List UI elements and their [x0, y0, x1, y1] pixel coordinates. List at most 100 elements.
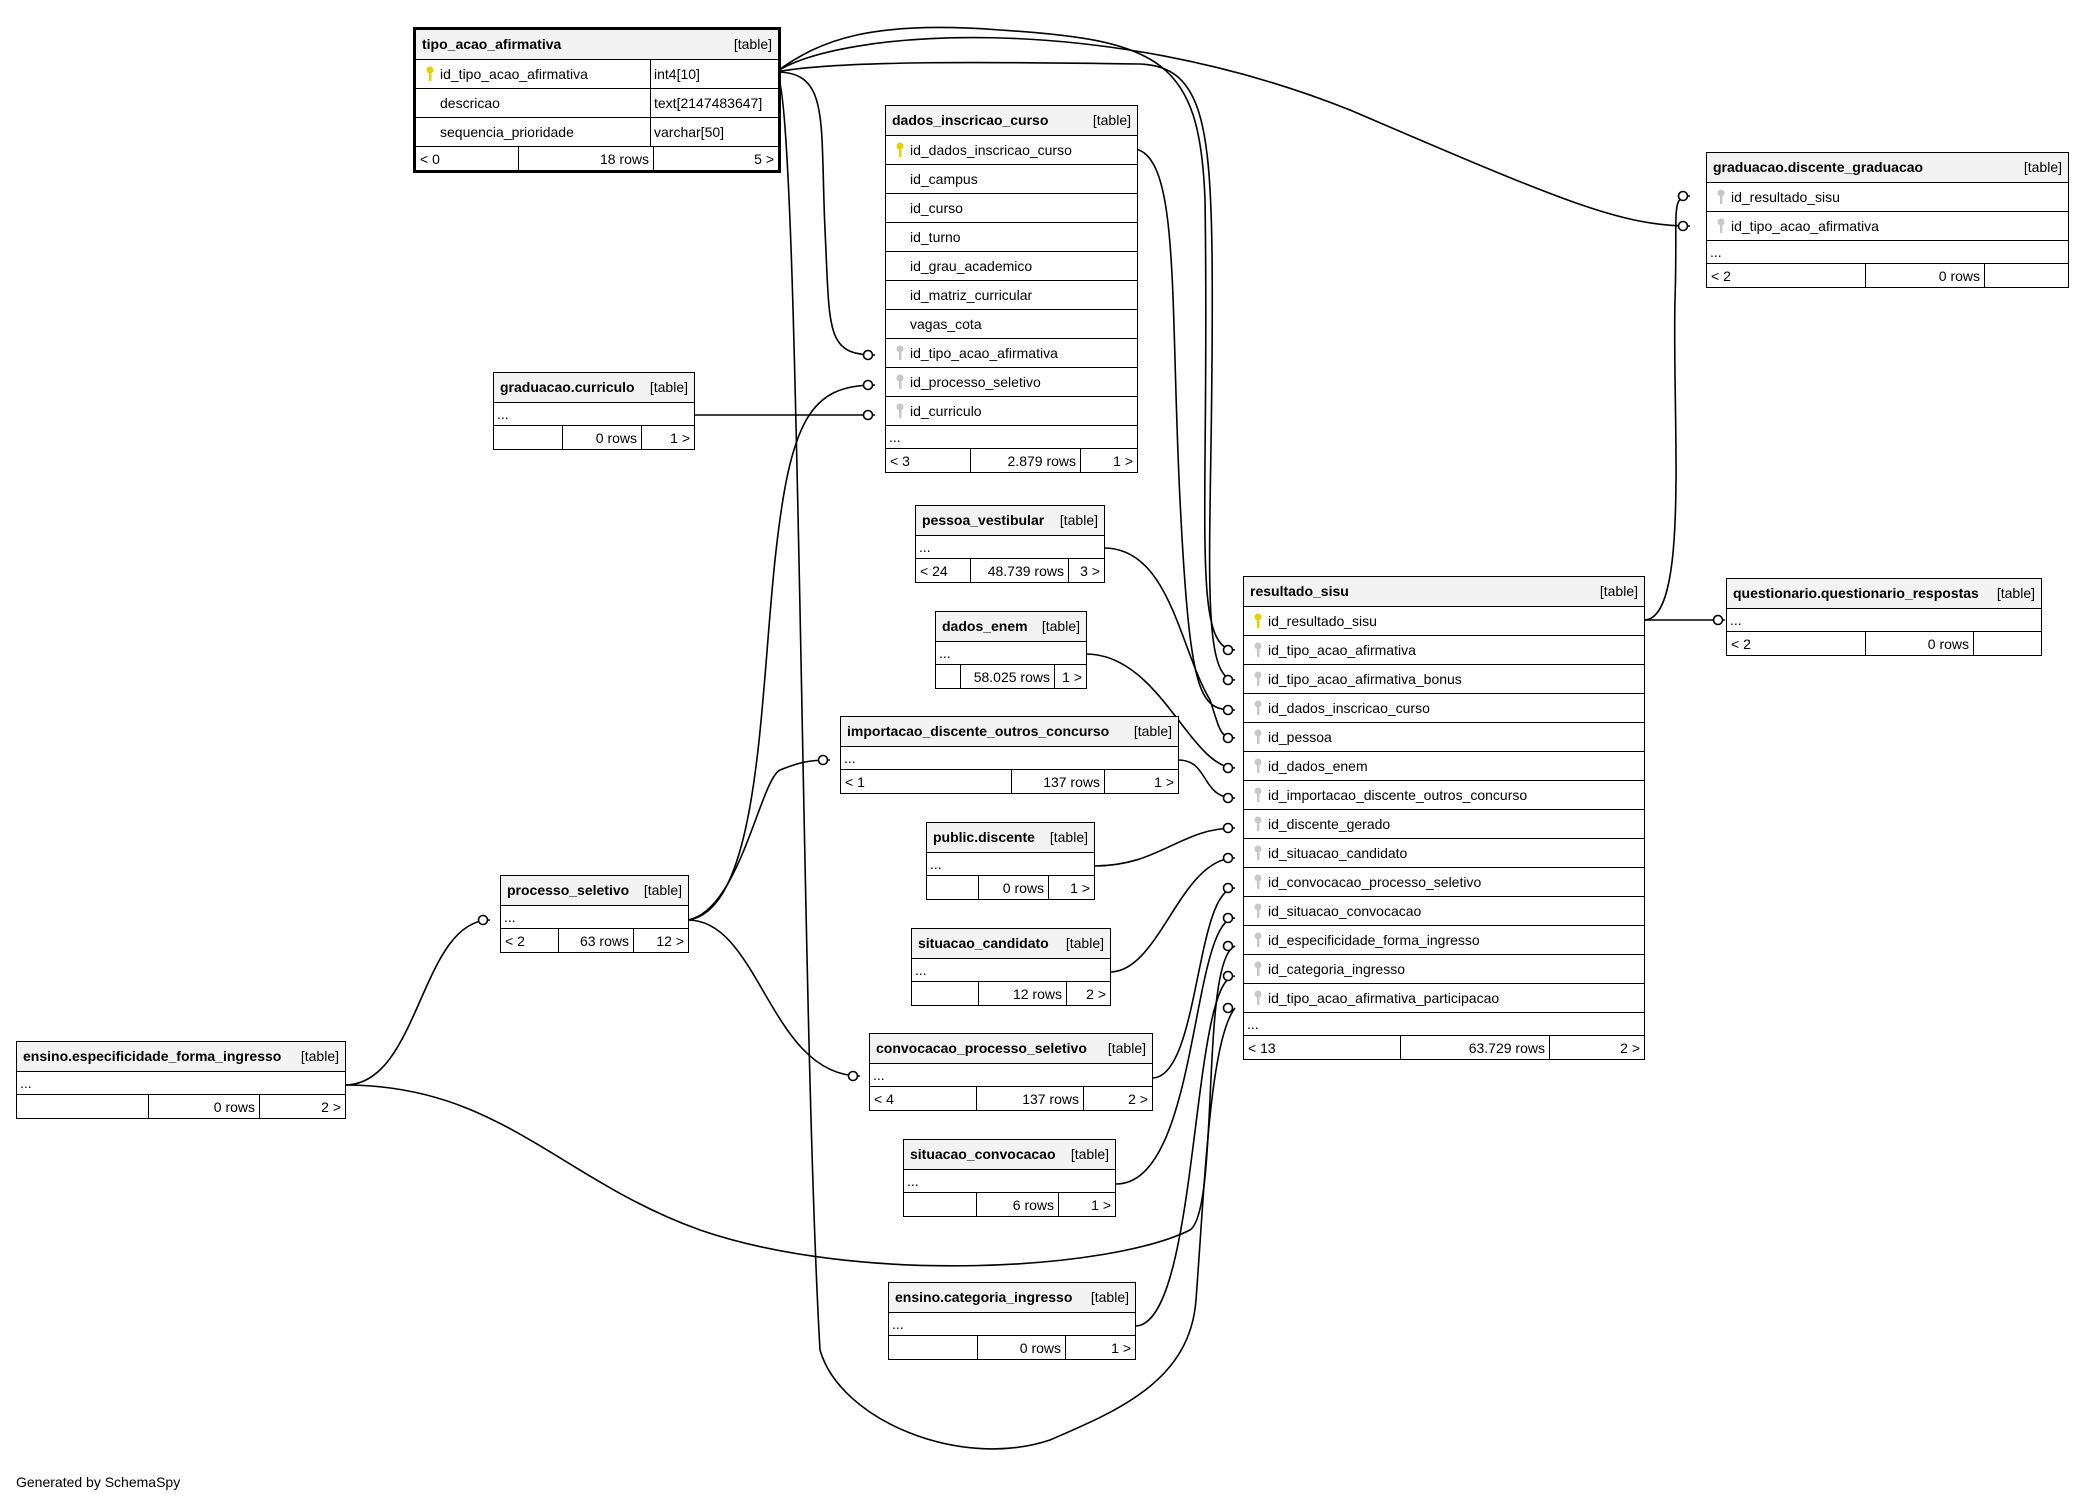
parents-count[interactable]: < 3: [886, 449, 971, 472]
table-footer: < 3 2.879 rows 1 >: [886, 449, 1137, 472]
children-count[interactable]: 1 >: [1062, 668, 1082, 685]
parents-count[interactable]: [936, 665, 961, 688]
table-situacao-candidato[interactable]: situacao_candidato [table] ... 12 rows 2…: [911, 928, 1111, 1006]
column-name: id_tipo_acao_afirmativa: [1268, 642, 1416, 658]
column-row[interactable]: id_turno: [886, 223, 1137, 252]
children-count[interactable]: [1974, 632, 2041, 655]
table-footer: < 24 48.739 rows 3 >: [916, 559, 1104, 582]
parents-count[interactable]: [17, 1095, 149, 1118]
column-row[interactable]: id_resultado_sisu: [1244, 607, 1644, 636]
column-row[interactable]: id_discente_gerado: [1244, 810, 1644, 839]
column-row[interactable]: id_importacao_discente_outros_concurso: [1244, 781, 1644, 810]
table-especificidade-forma-ingresso[interactable]: ensino.especificidade_forma_ingresso [ta…: [16, 1041, 346, 1119]
parents-count[interactable]: < 24: [916, 559, 971, 582]
table-name: pessoa_vestibular: [922, 512, 1045, 528]
column-name: id_especificidade_forma_ingresso: [1268, 932, 1480, 948]
more-columns: ...: [1727, 609, 2041, 632]
column-row[interactable]: descricao text[2147483647]: [416, 89, 778, 118]
column-row[interactable]: id_situacao_candidato: [1244, 839, 1644, 868]
table-footer: 6 rows 1 >: [904, 1193, 1115, 1216]
table-pessoa-vestibular[interactable]: pessoa_vestibular [table] ... < 24 48.73…: [915, 505, 1105, 583]
table-footer: < 2 0 rows: [1727, 632, 2041, 655]
children-count[interactable]: 12 >: [656, 932, 684, 949]
parents-count[interactable]: [927, 876, 979, 899]
table-name: situacao_candidato: [918, 935, 1049, 951]
children-count[interactable]: 1 >: [1154, 773, 1174, 790]
column-row[interactable]: id_curriculo: [886, 397, 1137, 426]
column-row[interactable]: id_categoria_ingresso: [1244, 955, 1644, 984]
column-row[interactable]: id_pessoa: [1244, 723, 1644, 752]
children-count[interactable]: 1 >: [670, 429, 690, 446]
column-name: id_dados_inscricao_curso: [910, 142, 1072, 158]
column-row[interactable]: id_tipo_acao_afirmativa: [1707, 212, 2068, 241]
parents-count[interactable]: < 0: [416, 147, 519, 170]
children-count[interactable]: 2 >: [1128, 1090, 1148, 1107]
table-processo-seletivo[interactable]: processo_seletivo [table] ... < 2 63 row…: [500, 875, 689, 953]
parents-count[interactable]: [494, 426, 563, 449]
table-categoria-ingresso[interactable]: ensino.categoria_ingresso [table] ... 0 …: [888, 1282, 1136, 1360]
parents-count[interactable]: < 2: [1707, 264, 1866, 287]
edge-ps-to-dic: [687, 384, 876, 921]
column-name: id_situacao_convocacao: [1268, 903, 1422, 919]
parents-count[interactable]: [904, 1193, 977, 1216]
column-name: id_convocacao_processo_seletivo: [1268, 874, 1482, 890]
column-row[interactable]: id_processo_seletivo: [886, 368, 1137, 397]
parents-count[interactable]: < 2: [501, 929, 559, 952]
table-tipo-acao-afirmativa[interactable]: tipo_acao_afirmativa [table] id_tipo_aca…: [413, 27, 781, 173]
column-row[interactable]: id_dados_enem: [1244, 752, 1644, 781]
foreign-key-icon: [890, 397, 910, 425]
children-count[interactable]: 2 >: [1086, 985, 1106, 1002]
column-row[interactable]: id_convocacao_processo_seletivo: [1244, 868, 1644, 897]
children-count[interactable]: 5 >: [754, 150, 774, 167]
row-count: 0 rows: [1866, 632, 1974, 655]
column-row[interactable]: id_matriz_curricular: [886, 281, 1137, 310]
children-count[interactable]: 1 >: [1113, 452, 1133, 469]
table-convocacao-processo-seletivo[interactable]: convocacao_processo_seletivo [table] ...…: [869, 1033, 1153, 1111]
column-row[interactable]: id_especificidade_forma_ingresso: [1244, 926, 1644, 955]
table-resultado-sisu[interactable]: resultado_sisu [table] id_resultado_sisu…: [1243, 576, 1645, 1060]
children-count[interactable]: 2 >: [321, 1098, 341, 1115]
column-row[interactable]: id_tipo_acao_afirmativa_bonus: [1244, 665, 1644, 694]
column-row[interactable]: id_tipo_acao_afirmativa: [1244, 636, 1644, 665]
table-situacao-convocacao[interactable]: situacao_convocacao [table] ... 6 rows 1…: [903, 1139, 1116, 1217]
table-graduacao-curriculo[interactable]: graduacao.curriculo [table] ... 0 rows 1…: [493, 372, 695, 450]
column-row[interactable]: id_tipo_acao_afirmativa: [886, 339, 1137, 368]
row-count: 6 rows: [977, 1193, 1059, 1216]
children-count[interactable]: 3 >: [1080, 562, 1100, 579]
parents-count[interactable]: < 4: [870, 1087, 977, 1110]
parents-count[interactable]: [912, 982, 979, 1005]
column-row[interactable]: id_situacao_convocacao: [1244, 897, 1644, 926]
children-count[interactable]: [1985, 264, 2068, 287]
table-importacao-discente-outros-concurso[interactable]: importacao_discente_outros_concurso [tab…: [840, 716, 1179, 794]
column-row[interactable]: id_dados_inscricao_curso: [886, 136, 1137, 165]
parents-count[interactable]: < 1: [841, 770, 1012, 793]
children-count[interactable]: 1 >: [1091, 1196, 1111, 1213]
table-graduacao-discente-graduacao[interactable]: graduacao.discente_graduacao [table] id_…: [1706, 152, 2069, 288]
column-row[interactable]: id_campus: [886, 165, 1137, 194]
children-count[interactable]: 2 >: [1620, 1039, 1640, 1056]
column-row[interactable]: id_tipo_acao_afirmativa_participacao: [1244, 984, 1644, 1013]
table-type: [table]: [1070, 1146, 1109, 1162]
parents-count[interactable]: [889, 1336, 978, 1359]
children-count[interactable]: 1 >: [1070, 879, 1090, 896]
table-type: [table]: [1090, 1289, 1129, 1305]
column-row[interactable]: id_resultado_sisu: [1707, 183, 2068, 212]
column-row[interactable]: id_curso: [886, 194, 1137, 223]
table-public-discente[interactable]: public.discente [table] ... 0 rows 1 >: [926, 822, 1095, 900]
table-questionario-respostas[interactable]: questionario.questionario_respostas [tab…: [1726, 578, 2042, 656]
column-row[interactable]: id_dados_inscricao_curso: [1244, 694, 1644, 723]
row-count: 0 rows: [149, 1095, 260, 1118]
table-dados-inscricao-curso[interactable]: dados_inscricao_curso [table] id_dados_i…: [885, 105, 1138, 473]
column-row[interactable]: sequencia_prioridade varchar[50]: [416, 118, 778, 147]
column-row[interactable]: id_tipo_acao_afirmativa int4[10]: [416, 60, 778, 89]
more-columns: ...: [889, 1313, 1135, 1336]
edge-ps-to-conv: [687, 919, 861, 1077]
children-count[interactable]: 1 >: [1111, 1339, 1131, 1356]
column-row[interactable]: vagas_cota: [886, 310, 1137, 339]
table-dados-enem[interactable]: dados_enem [table] ... 58.025 rows 1 >: [935, 611, 1087, 689]
column-name: descricao: [440, 95, 500, 111]
column-row[interactable]: id_grau_academico: [886, 252, 1137, 281]
parents-count[interactable]: < 2: [1727, 632, 1866, 655]
parents-count[interactable]: < 13: [1244, 1036, 1401, 1059]
table-footer: 58.025 rows 1 >: [936, 665, 1086, 688]
